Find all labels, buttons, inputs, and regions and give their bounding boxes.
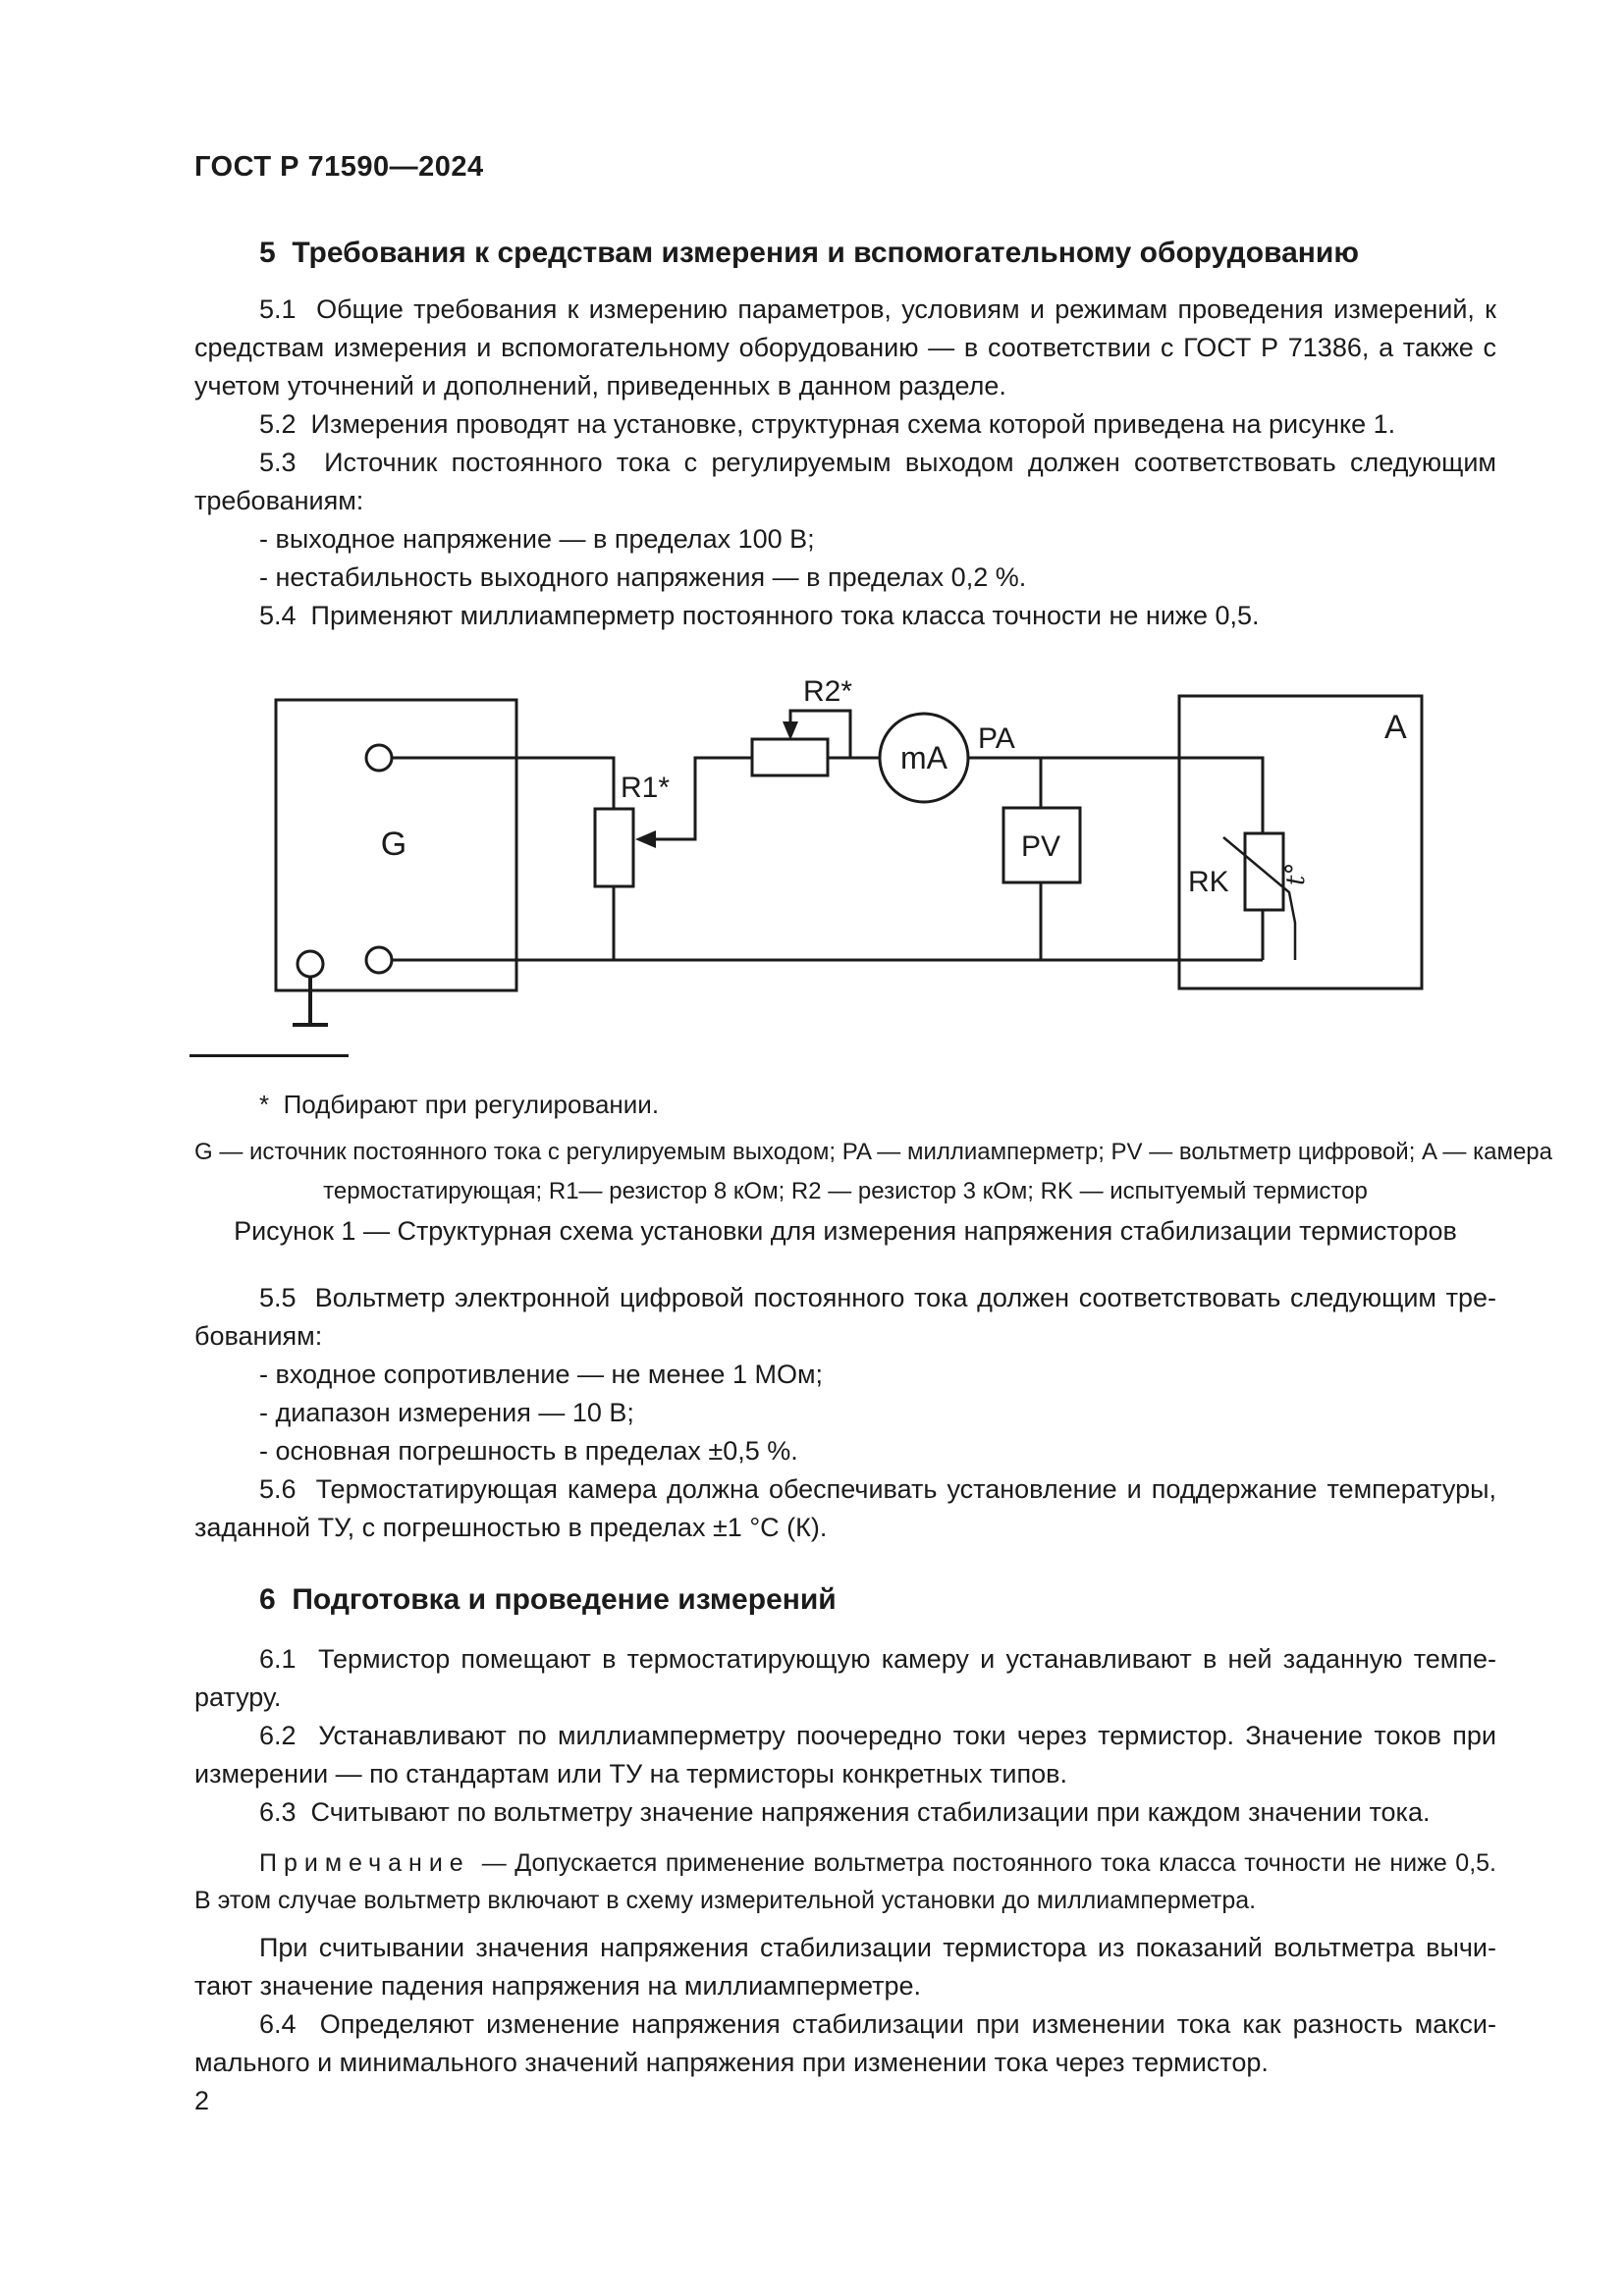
section-5-body-2: 5.5 Вольтметр электронной цифровой посто… — [194, 1279, 1496, 1547]
resistor-r2 — [750, 737, 830, 777]
section-6-body-2: При считывании значения напряжения стаби… — [194, 1929, 1496, 2082]
paragraph-5-3-line-1: 5.3 Источник постоянного тока с регулиру… — [259, 448, 1496, 477]
note-block: Примечание — Допускается применение вольт… — [194, 1844, 1496, 1919]
paragraph-5-5-line-2: бованиям: — [194, 1321, 323, 1351]
figure-legend-line-1: G — источник постоянного тока с регулиру… — [194, 1139, 1552, 1165]
section-5-heading: 5 Требования к средствам измерения и всп… — [259, 237, 1359, 269]
paragraph-5-2: 5.2 Измерения проводят на установке, стр… — [259, 409, 1396, 439]
terminal-ground — [296, 949, 325, 979]
section-6-body: 6.1 Термистор помещают в термостатирующу… — [194, 1640, 1496, 1832]
ground-symbol — [293, 977, 328, 1027]
label-pv: PV — [1021, 830, 1060, 863]
voltmeter-pv-box — [1001, 806, 1082, 884]
bullet-input-resistance: - входное сопротивление — не менее 1 МОм… — [259, 1360, 824, 1389]
paragraph-subtract-line-2: тают значение падения напряжения на милл… — [194, 1971, 921, 2001]
milliammeter-pa-circle — [878, 712, 970, 804]
paragraph-6-4-line-1: 6.4 Определяют изменение напряжения стаб… — [259, 2009, 1496, 2039]
source-g-box — [274, 698, 518, 992]
wire-wiper-to-r2 — [654, 756, 752, 841]
r2-adjust-bracket — [788, 709, 852, 758]
label-pa: PA — [978, 722, 1015, 755]
paragraph-6-1-line-1: 6.1 Термистор помещают в термостатирующу… — [259, 1644, 1496, 1674]
r1-wiper-arrow — [635, 830, 656, 848]
paragraph-subtract-line-1: При считывании значения напряжения стаби… — [259, 1933, 1496, 1962]
bullet-measure-range: - диапазон измерения — 10 В; — [259, 1398, 634, 1427]
thermistor-rk-body — [1243, 831, 1285, 912]
wire-ma-to-rk — [968, 756, 1265, 833]
page-number: 2 — [194, 2086, 210, 2115]
figure-legend-line-2: термостатирующая; R1— резистор 8 кОм; R2… — [323, 1178, 1368, 1204]
label-g: G — [381, 826, 406, 863]
terminal-bottom — [364, 945, 394, 975]
section-6-heading: 6 Подготовка и проведение измерений — [259, 1583, 837, 1616]
chamber-a-box — [1177, 694, 1424, 990]
note-line-2: В этом случае вольтметр включают в схему… — [194, 1887, 1257, 1914]
paragraph-5-1-line-2: средствам измерения и вспомогательному о… — [194, 333, 1496, 362]
terminal-top — [364, 743, 394, 773]
thermistor-diagonal — [1222, 836, 1297, 960]
paragraph-5-3-line-2: требованиям: — [194, 486, 364, 515]
figure-caption: Рисунок 1 — Структурная схема установки … — [234, 1216, 1457, 1246]
figure-footnote: * Подбирают при регулировании. — [259, 1090, 660, 1119]
paragraph-5-5-line-1: 5.5 Вольтметр электронной цифровой посто… — [259, 1283, 1496, 1312]
paragraph-6-4-line-2: мального и минимального значений напряже… — [194, 2048, 1269, 2077]
note-label: Примечание — [259, 1849, 470, 1877]
label-temperature: t° — [1281, 863, 1311, 885]
footnote-rule — [189, 1054, 349, 1057]
note-text-1: — Допускается применение вольтметра пост… — [481, 1849, 1496, 1877]
paragraph-5-1-line-1: 5.1 Общие требования к измерению парамет… — [259, 294, 1496, 324]
paragraph-6-3: 6.3 Считывают по вольтметру значение нап… — [259, 1797, 1431, 1827]
paragraph-6-2-line-2: измерении — по стандартам или ТУ на терм… — [194, 1759, 1067, 1789]
r2-adjust-arrow — [783, 721, 798, 740]
bullet-voltage-instability: - нестабильность выходного напряжения — … — [259, 562, 1027, 592]
paragraph-6-2-line-1: 6.2 Устанавливают по миллиамперметру поо… — [259, 1721, 1496, 1750]
paragraph-5-6-line-1: 5.6 Термостатирующая камера должна обесп… — [259, 1474, 1496, 1504]
label-rk: RK — [1188, 866, 1229, 898]
label-r1: R1* — [621, 772, 670, 804]
wire-g-top-to-r1 — [392, 756, 616, 809]
label-a: A — [1384, 709, 1407, 746]
label-ma: mA — [900, 740, 948, 775]
resistor-r1 — [593, 807, 635, 888]
note-line-1: Примечание — Допускается применение вольт… — [194, 1844, 1496, 1882]
label-r2: R2* — [803, 675, 852, 708]
paragraph-6-1-line-2: ратуру. — [194, 1682, 282, 1712]
paragraph-5-4: 5.4 Применяют миллиамперметр постоянного… — [259, 601, 1260, 630]
page-header: ГОСТ Р 71590—2024 — [194, 151, 484, 183]
paragraph-5-1-line-3: учетом уточнений и дополнений, приведенн… — [194, 371, 1006, 400]
bullet-base-error: - основная погрешность в пределах ±0,5 %… — [259, 1436, 798, 1466]
paragraph-5-6-line-2: заданной ТУ, с погрешностью в пределах ±… — [194, 1513, 828, 1542]
figure-1-diagram: G R1* R2* mA PA PV A RK t° — [274, 675, 1424, 1027]
section-5-body: 5.1 Общие требования к измерению парамет… — [194, 291, 1496, 635]
bullet-output-voltage: - выходное напряжение — в пределах 100 В… — [259, 524, 815, 554]
figure-legend: G — источник постоянного тока с регулиру… — [194, 1133, 1552, 1211]
